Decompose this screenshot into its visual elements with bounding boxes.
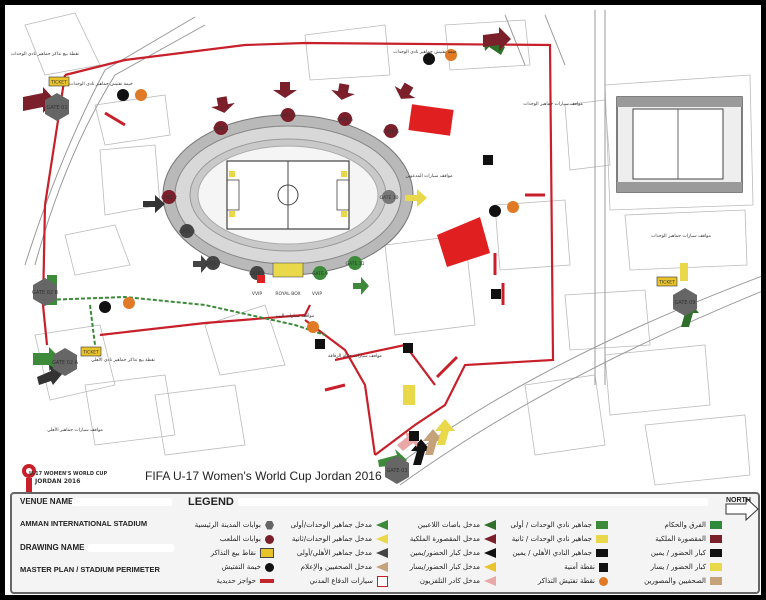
legend-col5-row1: بوابات المدينة الرئيسية (176, 518, 274, 532)
gate-02b-label: GATE 02 B (32, 290, 59, 296)
svg-text:ROYAL BOX: ROYAL BOX (275, 291, 300, 297)
drawing-name: MASTER PLAN / STADIUM PERIMETER (20, 565, 160, 574)
building-outlines (24, 12, 754, 486)
legend-col1-row3: كبار الحضور / يمين (602, 546, 722, 560)
legend-panel: VENUE NAME AMMAN INTERNATIONAL STADIUM D… (10, 492, 760, 594)
logo-text-1: U-17 WOMEN'S WORLD CUP (29, 471, 108, 477)
legend-col5-row4: خيمة التفتيش (176, 560, 274, 574)
map-frame: GATE 01 GATE 02 B GATE 02 A GATE 03 GATE… (5, 5, 761, 595)
svg-text:مواقف سيارات البث: مواقف سيارات البث (276, 314, 315, 319)
svg-text:GATE 2: GATE 2 (161, 195, 177, 201)
legend-col3-row2: مدخل المقصورة الملكية (384, 532, 496, 546)
legend-col3-row4: مدخل كبار الحضور/يسار (384, 560, 496, 574)
svg-text:مواقف سيارات جماهير الوحدات: مواقف سيارات جماهير الوحدات (523, 102, 583, 107)
restricted-areas (408, 104, 490, 267)
site-map: GATE 01 GATE 02 B GATE 02 A GATE 03 GATE… (11, 10, 761, 486)
legend-col1-row2: المقصورة الملكية (602, 532, 722, 546)
logo-text-2: JORDAN 2016 (35, 478, 81, 485)
legend-col5-row2: بوابات الملعب (176, 532, 274, 546)
legend-col2-row5: نقطة تفتيش التذاكر (490, 574, 608, 588)
legend-col2-row3: جماهير النادي الأهلي / يمين (490, 546, 608, 560)
city-gates: GATE 01 GATE 02 B GATE 02 A GATE 03 GATE… (32, 93, 697, 484)
svg-text:GATE 5: GATE 5 (337, 117, 353, 123)
map-caption: FIFA U-17 Women's World Cup Jordan 2016 (145, 469, 382, 483)
legend-col1-row5: الصحفيين والمصورين (602, 574, 722, 588)
legend-col4-row3: مدخل جماهير الأهلي/أولى (270, 546, 388, 560)
svg-text:GATE 6: GATE 6 (383, 129, 399, 135)
ambulance-icon (377, 575, 388, 587)
svg-text:TICKET: TICKET (82, 350, 99, 356)
svg-text:VVIP: VVIP (312, 291, 322, 297)
gate-01-label: GATE 01 (46, 105, 67, 111)
legend-col4-row5: سيارات الدفاع المدني (270, 574, 388, 588)
svg-text:نقطة بيع تذاكر جماهير نادي الو: نقطة بيع تذاكر جماهير نادي الوحدات (11, 51, 79, 57)
svg-text:GATE 4: GATE 4 (280, 113, 296, 119)
map-labels: خيمة تفتيش جماهير نادي الوحدات نقطة بيع … (11, 50, 711, 433)
stadium-gate-icon (265, 534, 274, 544)
ticket-sale-icon (260, 548, 274, 558)
svg-text:GATE 10: GATE 10 (380, 195, 399, 201)
barriers (104, 111, 545, 392)
north-label: NORTH (726, 497, 751, 504)
gate-03-label: GATE 03 (386, 468, 407, 474)
gate-09-label: GATE 09 (674, 300, 695, 306)
svg-text:مواقف سيارات جماهير الأهلي: مواقف سيارات جماهير الأهلي (47, 426, 103, 433)
legend-col3-row1: مدخل باصات اللاعبين (384, 518, 496, 532)
svg-text:GATE 8: GATE 8 (249, 271, 265, 277)
svg-text:GATE 1: GATE 1 (213, 126, 229, 132)
legend-title: LEGEND (188, 496, 234, 508)
ticket-check-icon (599, 576, 608, 586)
venue-name: AMMAN INTERNATIONAL STADIUM (20, 519, 148, 528)
north-arrow-icon (725, 496, 759, 522)
search-tent-icon (265, 562, 274, 572)
gate-hexagon-icon (265, 520, 274, 530)
ticket-signs: TICKET TICKET TICKET (48, 76, 678, 357)
legend-col2-row2: جماهير نادي الوحدات / ثانية (490, 532, 608, 546)
venue-name-label: VENUE NAME (20, 497, 74, 506)
training-pitch (616, 96, 743, 193)
svg-text:خيمة تفتيش جماهير نادي الوحدات: خيمة تفتيش جماهير نادي الوحدات (69, 82, 133, 87)
legend-col3-row3: مدخل كبار الحضور/يمين (384, 546, 496, 560)
map-icons (99, 49, 519, 441)
svg-text:مواقف سيارات حملة الرقاقة: مواقف سيارات حملة الرقاقة (328, 354, 382, 359)
svg-text:خيمة تفتيش جماهير نادي الوحدات: خيمة تفتيش جماهير نادي الوحدات (393, 50, 457, 55)
venue-name-bar (72, 498, 172, 506)
security-point-icon (599, 562, 608, 572)
legend-col4-row2: مدخل جماهير الوحدات/ثانية (270, 532, 388, 546)
gate-09-marker (680, 263, 688, 281)
svg-text:مواقف سيارات جماهير الوحدات: مواقف سيارات جماهير الوحدات (651, 234, 711, 239)
legend-title-bar (238, 498, 708, 506)
legend-col1-row4: كبار الحضور / يسار (602, 560, 722, 574)
svg-text:نقطة بيع تذاكر جماهير نادي الأ: نقطة بيع تذاكر جماهير نادي الأهلي (91, 356, 155, 363)
svg-text:GATE 9: GATE 9 (312, 271, 328, 277)
drawing-name-label: DRAWING NAME (20, 543, 85, 552)
gate-02a-label: GATE 02 A (52, 360, 79, 366)
svg-text:GATE 7: GATE 7 (205, 261, 221, 267)
vip-marker (403, 385, 415, 405)
tournament-logo (22, 464, 36, 492)
fan-route (44, 295, 326, 346)
stadium-gate-markers: GATE 1 GATE 4 GATE 5 GATE 6 GATE 10 GATE… (161, 108, 399, 280)
svg-text:TICKET: TICKET (50, 80, 67, 86)
stadium (162, 114, 414, 278)
legend-col2-row1: جماهير نادي الوحدات / أولى (490, 518, 608, 532)
legend-col4-row4: مدخل الصحفيين والإعلام (270, 560, 388, 574)
svg-text:TICKET: TICKET (658, 280, 675, 286)
svg-text:GATE 3: GATE 3 (179, 229, 195, 235)
legend-col2-row4: نقطة أمنية (490, 560, 608, 574)
svg-text:مواقف سيارات المدعوين: مواقف سيارات المدعوين (405, 174, 453, 179)
svg-text:GATE 11: GATE 11 (346, 261, 365, 267)
legend-col5-row5: حواجز حديدية (176, 574, 274, 588)
legend-col4-row1: مدخل جماهير الوحدات/أولى (270, 518, 388, 532)
legend-col5-row3: نقاط بيع التذاكر (176, 546, 274, 560)
legend-col1-row1: الفرق والحكام (602, 518, 722, 532)
legend-col3-row5: مدخل كادر التلفزيون (384, 574, 496, 588)
drawing-name-bar (88, 544, 174, 552)
svg-text:VVIP: VVIP (252, 291, 262, 297)
barrier-icon (260, 579, 274, 583)
roads (24, 10, 761, 486)
